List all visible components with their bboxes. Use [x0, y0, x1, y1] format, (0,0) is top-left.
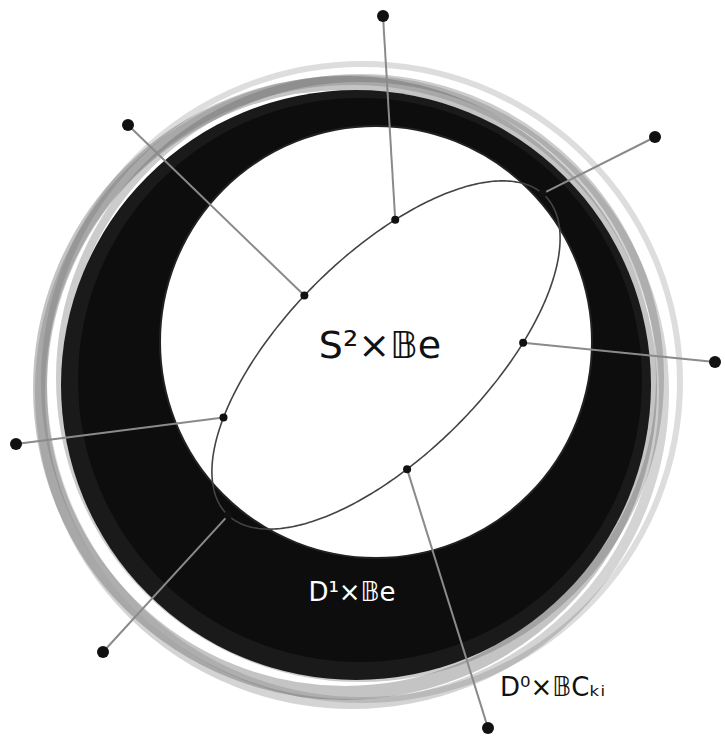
- outer-point: [10, 438, 22, 450]
- region-label: D¹×𝔹e: [308, 577, 395, 607]
- ring-core: [78, 98, 642, 662]
- spoke-line: [383, 16, 395, 220]
- dark-ring: [40, 64, 680, 704]
- spoke-line: [543, 137, 655, 194]
- sphere-region: S²×𝔹e: [313, 319, 447, 371]
- spoke-line: [103, 515, 228, 652]
- inner-point: [224, 511, 232, 519]
- outer-point: [377, 10, 389, 22]
- ring-fill: [61, 90, 651, 680]
- band-region: D¹×𝔹e: [302, 573, 401, 611]
- outer-point: [709, 356, 721, 368]
- spoke-line: [128, 125, 304, 296]
- cell-label: D⁰×𝔹Cₖᵢ: [500, 672, 605, 702]
- inner-point: [220, 414, 228, 422]
- spoke-line: [407, 469, 488, 728]
- inner-point: [391, 216, 399, 224]
- sketch-stroke: [40, 80, 664, 704]
- region-label: S²×𝔹e: [319, 323, 441, 367]
- inner-point: [300, 292, 308, 300]
- outer-point: [97, 646, 109, 658]
- spoke-line: [16, 418, 224, 445]
- outer-point: [649, 131, 661, 143]
- inner-point: [539, 190, 547, 198]
- spokes: [10, 10, 721, 734]
- spoke-line: [523, 343, 715, 362]
- sphere-disk: [160, 126, 592, 558]
- inner-point: [403, 465, 411, 473]
- outer-point: [482, 722, 494, 734]
- inner-point: [519, 339, 527, 347]
- outer-point: [122, 119, 134, 131]
- great-circle: [212, 181, 560, 529]
